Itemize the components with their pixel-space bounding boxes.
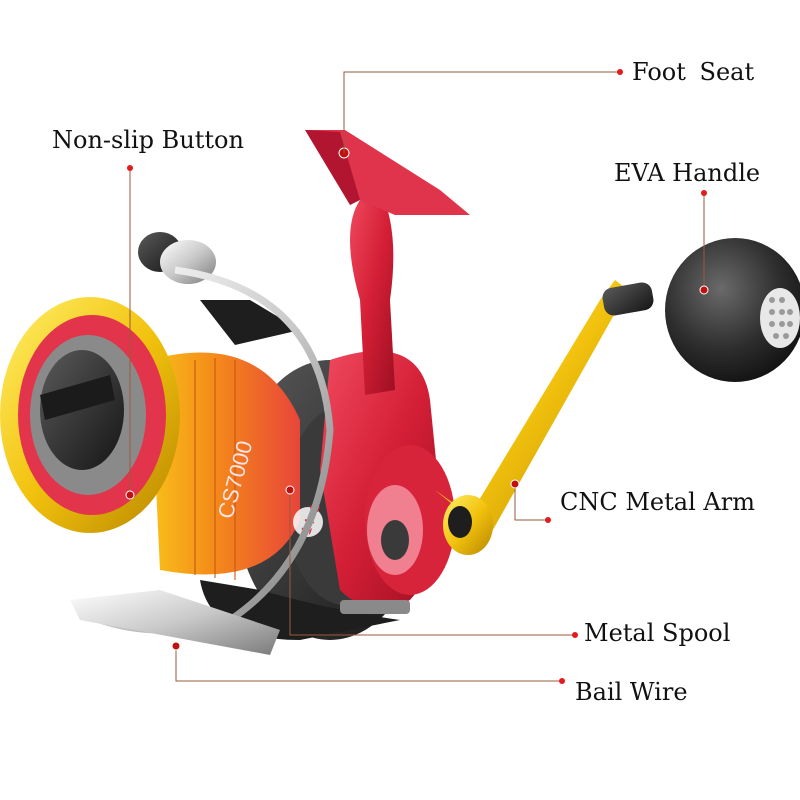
metal-spool: CS7000 14+1: [150, 352, 323, 580]
leader-bail-wire: [175, 646, 562, 682]
dot-non-slip-top: [127, 165, 133, 171]
leader-lines: [125, 69, 709, 684]
spool-face: [0, 297, 180, 533]
label-eva-handle: EVA Handle: [614, 159, 761, 187]
dot-bail-end: [559, 678, 565, 684]
label-non-slip-button: Non-slip Button: [52, 126, 244, 154]
label-cnc-metal-arm: CNC Metal Arm: [560, 488, 755, 516]
cnc-metal-arm: [435, 280, 654, 555]
leader-cnc-arm: [514, 484, 548, 521]
leader-metal-spool: [289, 490, 575, 636]
dot-bail-start: [171, 641, 181, 651]
label-metal-spool: Metal Spool: [584, 619, 731, 647]
bail-wire: [70, 266, 334, 655]
dot-non-slip-end: [125, 490, 135, 500]
reel-body: [320, 351, 455, 614]
dot-cnc-end: [545, 517, 551, 523]
foot-seat: [305, 130, 470, 395]
dot-eva-top: [701, 190, 707, 196]
label-bail-wire: Bail Wire: [575, 678, 688, 706]
eva-handle: [665, 238, 800, 382]
dot-foot-seat: [617, 69, 623, 75]
dot-spool-start: [285, 485, 295, 495]
dot-spool-end: [572, 632, 578, 638]
dot-cnc-start: [510, 479, 520, 489]
line-roller: [138, 232, 300, 345]
dot-eva-end: [699, 285, 709, 295]
label-foot-seat: Foot Seat: [632, 58, 755, 86]
leader-foot-seat: [343, 71, 620, 153]
